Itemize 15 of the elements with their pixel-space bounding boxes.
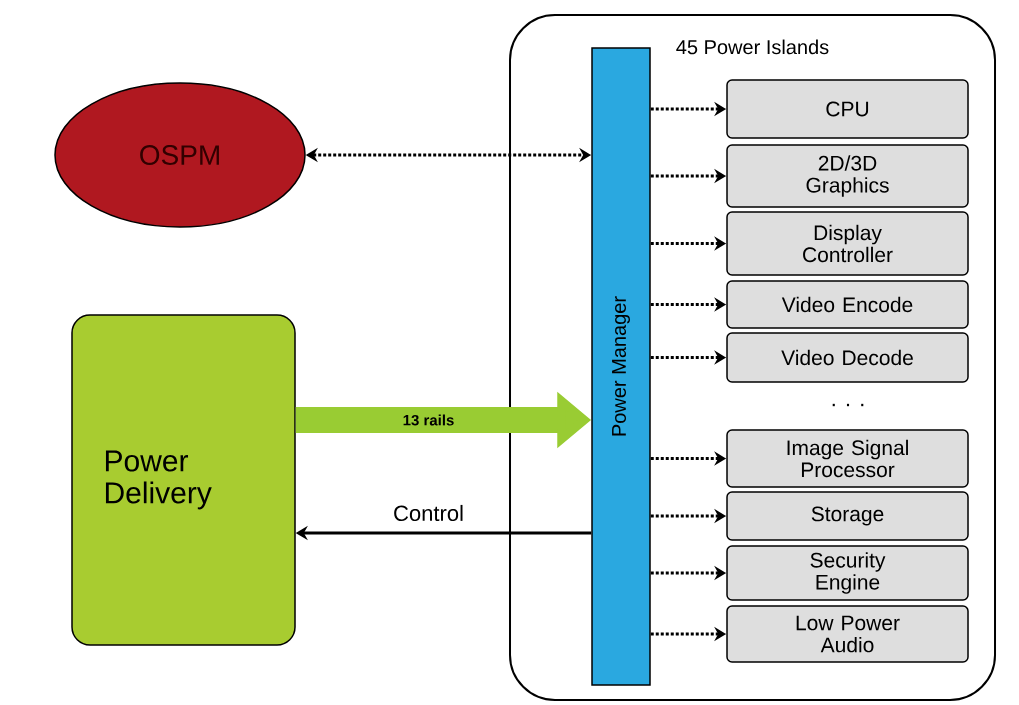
island-box: CPU	[726, 79, 969, 139]
edge-label: 13 rails	[401, 413, 456, 427]
island-box: Display Controller	[726, 211, 969, 276]
island-box: 2D/3D Graphics	[726, 144, 969, 208]
island-box: Video Decode	[726, 332, 969, 383]
island-box: Storage	[726, 491, 969, 541]
manager-bar: Power Manager	[591, 47, 651, 686]
ellipse-node: OSPM	[54, 82, 306, 228]
edge-label: Control	[392, 503, 465, 523]
island-box: Image Signal Processor	[726, 429, 969, 488]
process-box: Power Delivery	[71, 314, 296, 646]
ellipsis: . . .	[832, 403, 864, 407]
island-box: Security Engine	[726, 545, 969, 601]
island-box: Video Encode	[726, 280, 969, 329]
island-box: Low Power Audio	[726, 605, 969, 663]
